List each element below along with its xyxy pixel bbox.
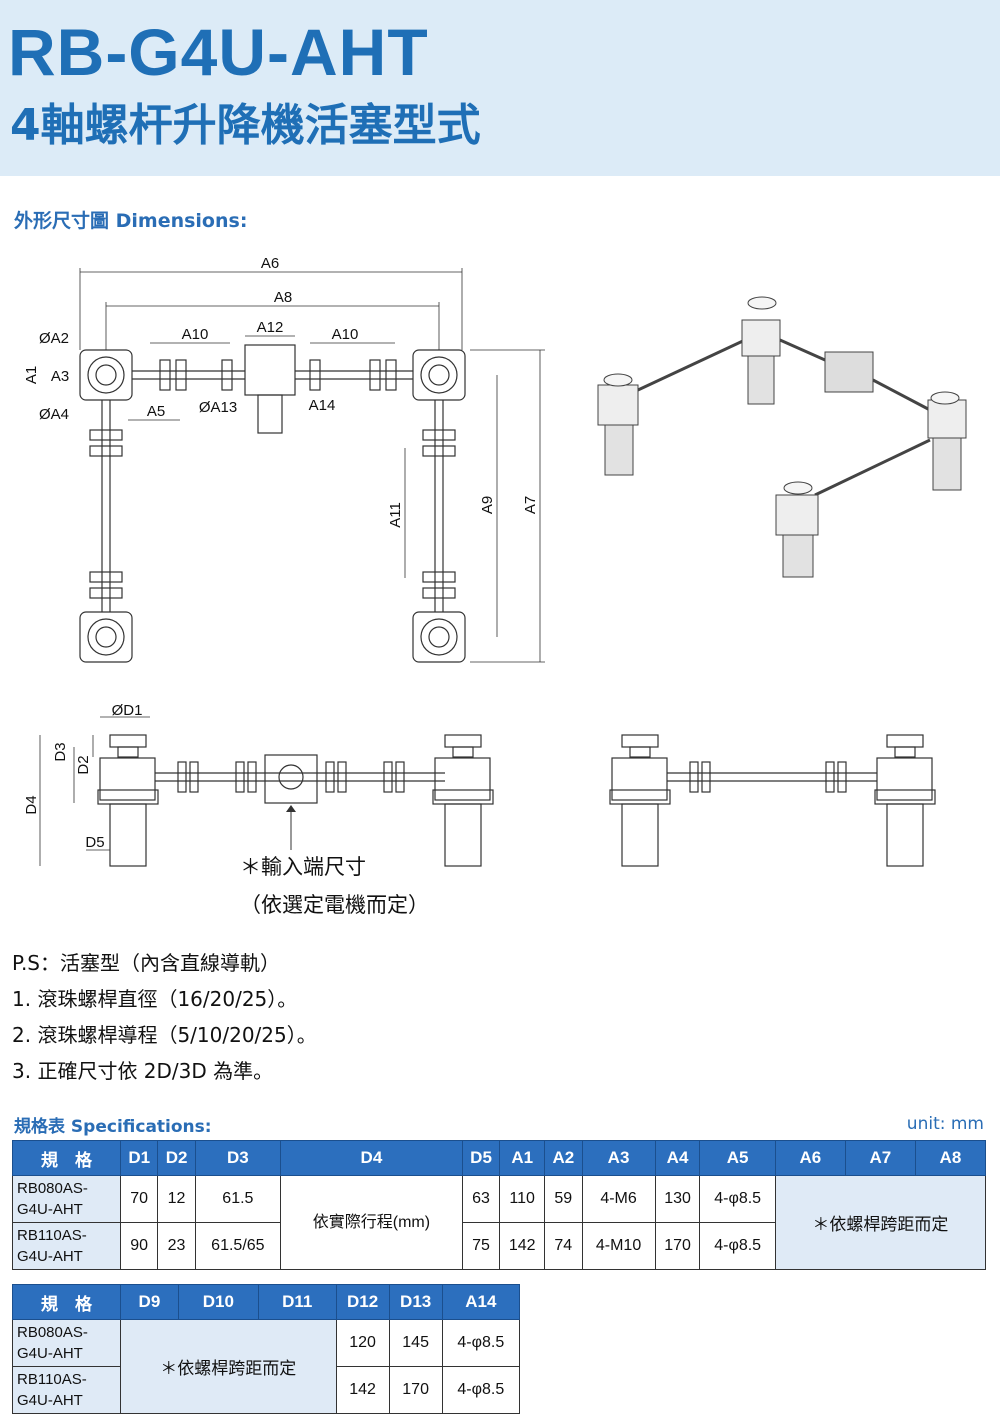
label-A5: A5 bbox=[147, 403, 165, 420]
input-note-1: ＊輸入端尺寸 bbox=[240, 855, 366, 879]
cell-D2: 12 bbox=[157, 1175, 196, 1223]
spec-table-2: 規 格 D9 D10 D11 D12 D13 A14 RB080AS-G4U-A… bbox=[12, 1284, 521, 1414]
label-A13: ØA13 bbox=[199, 399, 237, 416]
label-A14: A14 bbox=[309, 397, 336, 414]
label-D4: D4 bbox=[23, 795, 40, 814]
table-row: RB110AS-G4U-AHT 142 170 4-φ8.5 bbox=[12, 1366, 521, 1414]
cell-D5: 75 bbox=[461, 1222, 501, 1270]
label-A3: A3 bbox=[51, 368, 69, 385]
table-header: A5 bbox=[699, 1140, 776, 1176]
label-D5: D5 bbox=[85, 834, 104, 851]
model-cell: RB080AS-G4U-AHT bbox=[12, 1319, 121, 1367]
label-D3: D3 bbox=[52, 742, 69, 761]
spec-table-1: 規 格 D1 D2 D3 D4 D5 A1 A2 A3 A4 A5 A6 A7 … bbox=[12, 1140, 987, 1270]
label-A2: ØA2 bbox=[39, 330, 69, 347]
table-row: RB110AS-G4U-AHT 90 23 61.5/65 75 142 74 … bbox=[12, 1222, 986, 1270]
table-header: A3 bbox=[581, 1140, 656, 1176]
cell-D4: 依實際行程(mm) bbox=[279, 1175, 463, 1270]
model-cell: RB110AS-G4U-AHT bbox=[12, 1222, 121, 1270]
cell-D13: 145 bbox=[388, 1319, 443, 1367]
cell-A4: 170 bbox=[654, 1222, 701, 1270]
table-row: RB080AS-G4U-AHT 70 12 61.5 依實際行程(mm) 63 … bbox=[12, 1175, 987, 1270]
table-header: A8 bbox=[914, 1140, 987, 1176]
cell-A4: 130 bbox=[654, 1175, 701, 1223]
page-subtitle: 4軸螺杆升降機活塞型式 bbox=[10, 100, 481, 151]
center-gearbox bbox=[244, 344, 296, 396]
input-note-2: （依選定電機而定） bbox=[240, 893, 429, 917]
table-header: A7 bbox=[844, 1140, 916, 1176]
table-header: A14 bbox=[441, 1284, 521, 1320]
table-header: A4 bbox=[654, 1140, 701, 1176]
table-header: D10 bbox=[177, 1284, 259, 1320]
unit-label: unit: mm bbox=[906, 1114, 984, 1134]
page-title: RB-G4U-AHT bbox=[8, 15, 429, 89]
table-header: D1 bbox=[119, 1140, 159, 1176]
table-header: 規 格 bbox=[12, 1284, 121, 1320]
table-header: D3 bbox=[194, 1140, 281, 1176]
label-A10-right: A10 bbox=[332, 326, 359, 343]
label-A4: ØA4 bbox=[39, 406, 69, 423]
label-A6: A6 bbox=[261, 255, 279, 272]
cell-A2: 74 bbox=[544, 1222, 583, 1270]
cell-A2: 59 bbox=[544, 1175, 583, 1223]
table-row: RB080AS-G4U-AHT ＊依螺桿跨距而定 120 145 4-φ8.5 bbox=[12, 1319, 521, 1414]
label-A11: A11 bbox=[387, 502, 404, 528]
table-header: A2 bbox=[544, 1140, 583, 1176]
table-header-row: 規 格 D1 D2 D3 D4 D5 A1 A2 A3 A4 A5 A6 A7 … bbox=[12, 1140, 987, 1176]
cell-A14: 4-φ8.5 bbox=[441, 1366, 521, 1414]
cell-A1: 142 bbox=[499, 1222, 546, 1270]
table-header-row: 規 格 D9 D10 D11 D12 D13 A14 bbox=[12, 1284, 521, 1320]
note-2: 2. 滾珠螺桿導程（5/10/20/25）。 bbox=[12, 1023, 317, 1047]
table-header: D13 bbox=[388, 1284, 443, 1320]
gearbox-bottom-left bbox=[79, 611, 133, 663]
note-ps: P.S：活塞型（內含直線導軌） bbox=[12, 951, 280, 975]
cell-A3: 4-M6 bbox=[581, 1175, 656, 1223]
table-header: A6 bbox=[774, 1140, 846, 1176]
cell-A6-A8: ＊依螺桿跨距而定 bbox=[774, 1175, 987, 1270]
cell-A5: 4-φ8.5 bbox=[699, 1175, 776, 1223]
label-A9: A9 bbox=[479, 496, 496, 514]
dimension-drawing: A6 A8 A10 A12 A10 ØA2 A3 ØA4 A5 ØA13 A14… bbox=[23, 255, 967, 917]
gearbox-bottom-right bbox=[412, 611, 466, 663]
spec-title: 規格表 Specifications: bbox=[14, 1117, 212, 1137]
side-view-left bbox=[97, 734, 494, 867]
cell-A3: 4-M10 bbox=[581, 1222, 656, 1270]
table-header: D2 bbox=[157, 1140, 196, 1176]
cell-D12: 142 bbox=[335, 1366, 390, 1414]
table-header: D11 bbox=[257, 1284, 337, 1320]
cell-D9-D11: ＊依螺桿跨距而定 bbox=[120, 1319, 337, 1414]
header-banner: RB-G4U-AHT 4軸螺杆升降機活塞型式 bbox=[0, 0, 1000, 176]
note-3: 3. 正確尺寸依 2D/3D 為準。 bbox=[12, 1059, 274, 1083]
cell-D5: 63 bbox=[461, 1175, 501, 1223]
cell-D13: 170 bbox=[388, 1366, 443, 1414]
cell-D3: 61.5 bbox=[194, 1175, 281, 1223]
table-header: D9 bbox=[120, 1284, 179, 1320]
table-header: 規 格 bbox=[12, 1140, 121, 1176]
label-A10-left: A10 bbox=[182, 326, 209, 343]
cell-A5: 4-φ8.5 bbox=[699, 1222, 776, 1270]
cell-D12: 120 bbox=[335, 1319, 390, 1367]
cell-D3: 61.5/65 bbox=[194, 1222, 281, 1270]
label-A7: A7 bbox=[522, 496, 539, 514]
label-A8: A8 bbox=[274, 289, 292, 306]
cell-D2: 23 bbox=[157, 1222, 196, 1270]
isometric-view bbox=[597, 296, 967, 578]
model-cell: RB080AS-G4U-AHT bbox=[12, 1175, 121, 1223]
cell-D1: 90 bbox=[119, 1222, 159, 1270]
table-header: D12 bbox=[335, 1284, 390, 1320]
dimensions-title: 外形尺寸圖 Dimensions: bbox=[14, 210, 248, 232]
note-1: 1. 滾珠螺桿直徑（16/20/25）。 bbox=[12, 987, 298, 1011]
label-A1: A1 bbox=[23, 366, 40, 384]
label-A12: A12 bbox=[257, 319, 284, 336]
table-header: D5 bbox=[461, 1140, 501, 1176]
table-header: A1 bbox=[499, 1140, 546, 1176]
label-D2: D2 bbox=[75, 755, 92, 774]
cell-A14: 4-φ8.5 bbox=[441, 1319, 521, 1367]
label-D1: ØD1 bbox=[112, 702, 143, 719]
side-view-right bbox=[609, 734, 936, 867]
cell-A1: 110 bbox=[499, 1175, 546, 1223]
cell-D1: 70 bbox=[119, 1175, 159, 1223]
model-cell: RB110AS-G4U-AHT bbox=[12, 1366, 121, 1414]
table-header: D4 bbox=[279, 1140, 463, 1176]
